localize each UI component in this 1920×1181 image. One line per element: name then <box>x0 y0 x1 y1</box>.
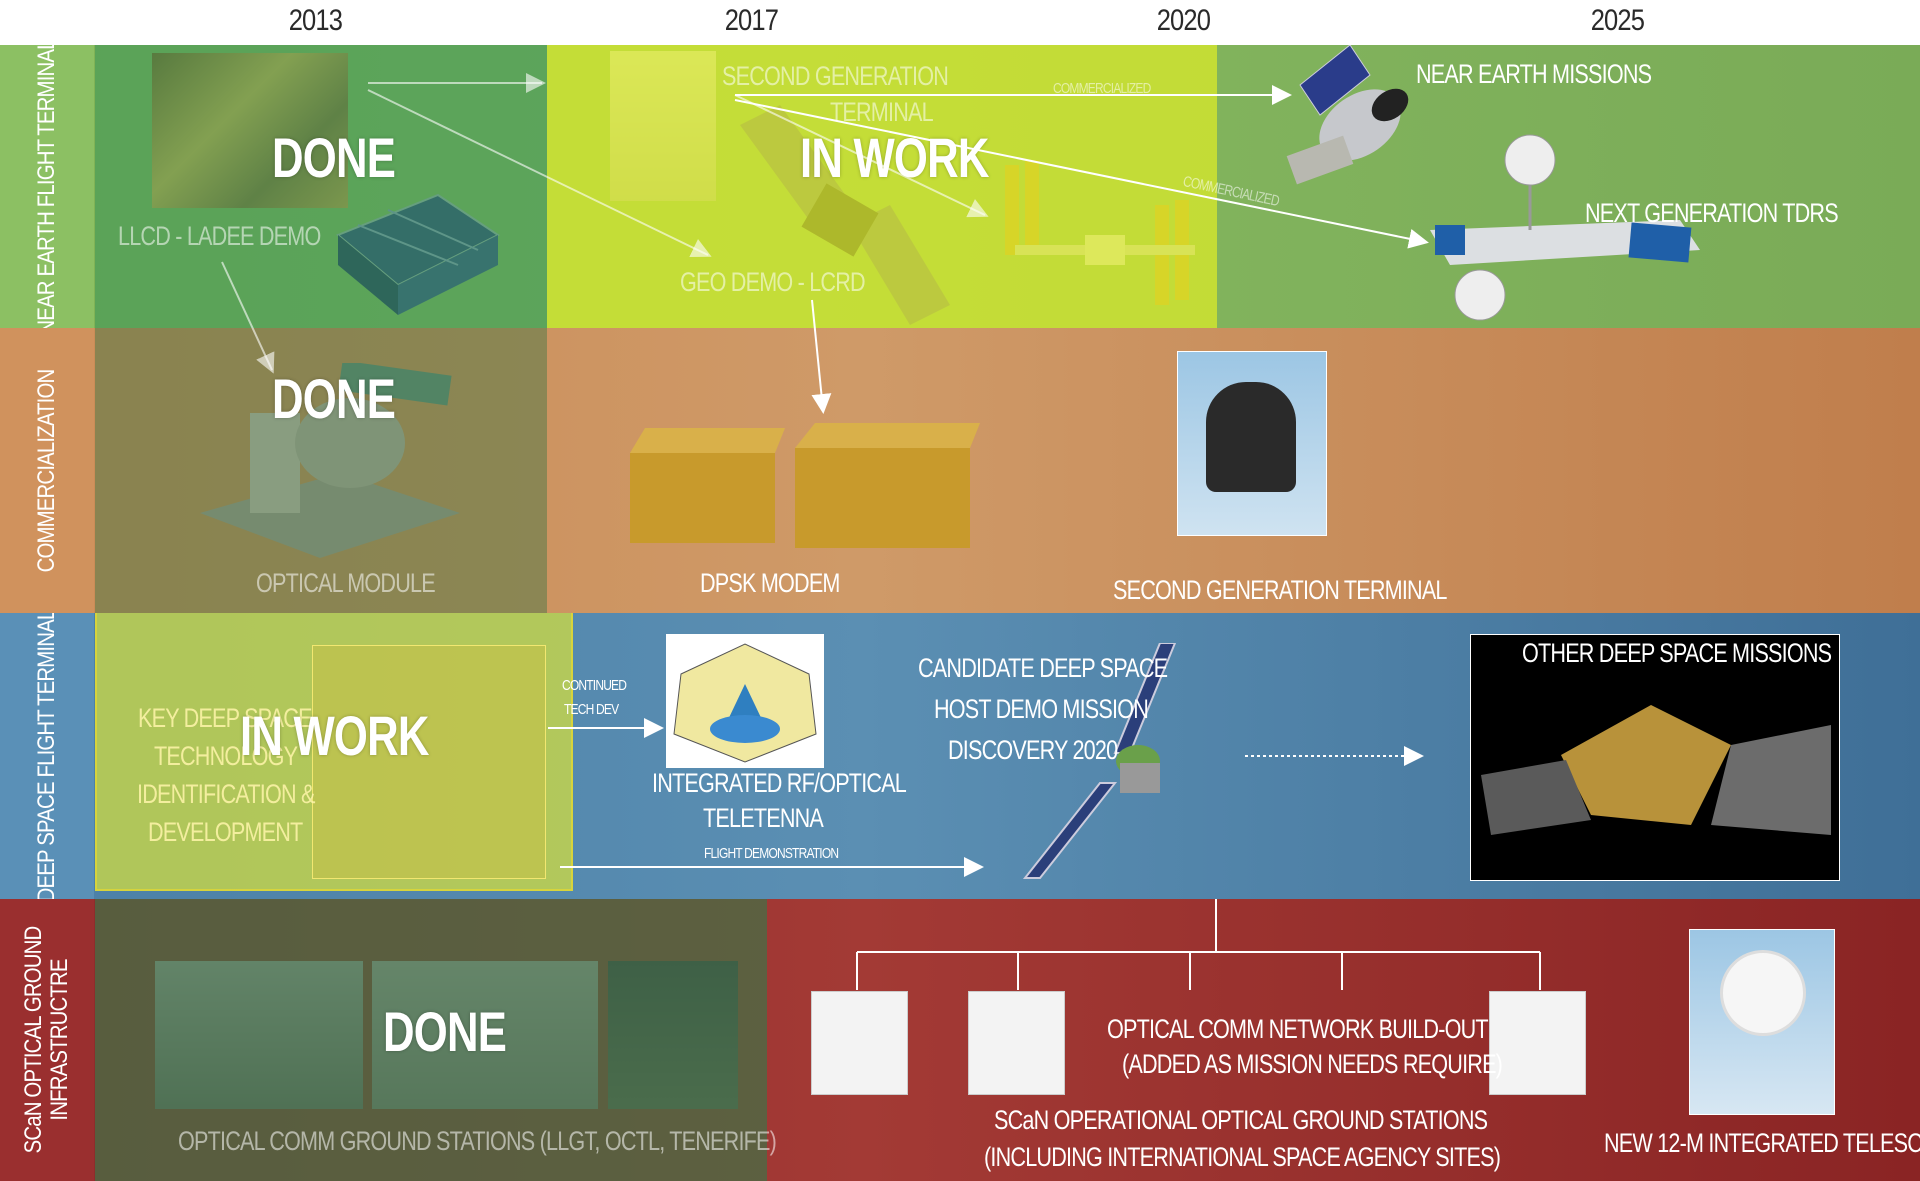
telescope-photo <box>1689 929 1835 1115</box>
dpsk-modem-label: DPSK MODEM <box>700 568 840 598</box>
status-in-work-deep-space: IN WORK <box>240 704 429 767</box>
deep-space-terminal-image <box>312 645 546 879</box>
other-missions-photo <box>1470 634 1840 881</box>
teletenna-label-line1: INTEGRATED RF/OPTICAL <box>652 768 907 798</box>
lane-label-ground: SCaN OPTICAL GROUND INFRASTRUCTRE <box>20 926 73 1154</box>
second-gen-terminal-label: SECOND GENERATION TERMINAL <box>1113 575 1447 605</box>
lane-label-near-earth: NEAR EARTH FLIGHT TERMINAL <box>33 45 60 328</box>
next-gen-tdrs-label: NEXT GENERATION TDRS <box>1585 198 1839 228</box>
status-in-work-near-earth: IN WORK <box>800 126 989 189</box>
candidate-label-line1: CANDIDATE DEEP SPACE <box>918 653 1168 683</box>
done-overlay-commercialization <box>95 328 547 613</box>
lane-near-earth: NEAR EARTH FLIGHT TERMINAL <box>0 45 1920 328</box>
lane-label-box-commercialization: COMMERCIALIZATION <box>0 328 94 613</box>
other-missions-label: OTHER DEEP SPACE MISSIONS <box>1522 638 1832 668</box>
telescope-label: NEW 12-M INTEGRATED TELESCOPE <box>1604 1128 1920 1158</box>
year-2013: 2013 <box>288 4 343 37</box>
done-overlay-ground <box>95 899 767 1181</box>
lane-commercialization: COMMERCIALIZATION DONE OPTICAL MODULE DP… <box>0 328 1920 613</box>
teletenna-label-line2: TELETENNA <box>703 803 824 833</box>
teletenna-image <box>666 634 824 768</box>
operational-label-line1: SCaN OPERATIONAL OPTICAL GROUND STATIONS <box>994 1105 1488 1135</box>
year-2020: 2020 <box>1156 4 1211 37</box>
network-dome-3 <box>1489 991 1586 1095</box>
status-done-ground: DONE <box>383 1000 507 1063</box>
tdrs-image <box>1430 134 1700 321</box>
key-tech-line2: TECHNOLOGY <box>154 741 298 771</box>
year-2025: 2025 <box>1590 4 1645 37</box>
optical-module-label: OPTICAL MODULE <box>256 568 436 598</box>
geo-demo-label: GEO DEMO - LCRD <box>680 267 866 297</box>
second-gen-terminal-photo <box>1177 351 1327 536</box>
discovery-spacecraft-image <box>1022 643 1177 879</box>
in-work-overlay-deep-space <box>95 613 573 891</box>
commercialized-label-1: COMMERCIALIZED <box>1053 80 1151 97</box>
near-earth-mission-image <box>1286 45 1409 185</box>
operational-label-line2: (INCLUDING INTERNATIONAL SPACE AGENCY SI… <box>984 1142 1501 1172</box>
year-header: 2013 2017 2020 2025 <box>0 0 1920 45</box>
key-tech-line1: KEY DEEP SPACE <box>138 703 312 733</box>
lane-deep-space: DEEP SPACE FLIGHT TERMINAL KEY DEEP SPAC… <box>0 613 1920 899</box>
second-gen-label-line1: SECOND GENERATION <box>722 61 949 91</box>
status-done-commercialization: DONE <box>272 367 396 430</box>
ground-stations-label: OPTICAL COMM GROUND STATIONS (LLGT, OCTL… <box>178 1126 777 1156</box>
lane-label-commercialization: COMMERCIALIZATION <box>33 369 60 572</box>
network-label-line2: (ADDED AS MISSION NEEDS REQUIRE) <box>1122 1049 1503 1079</box>
status-done-near-earth: DONE <box>272 126 396 189</box>
candidate-label-line3: DISCOVERY 2020 <box>948 735 1118 765</box>
flight-demo-label: FLIGHT DEMONSTRATION <box>704 845 839 862</box>
lane-label-ground-line2: INFRASTRUCTRE <box>46 959 73 1121</box>
lane-label-box-deep-space: DEEP SPACE FLIGHT TERMINAL <box>0 613 94 899</box>
network-dome-1 <box>811 991 908 1095</box>
continued-label-line1: CONTINUED <box>562 677 627 694</box>
terminal-body-shape <box>1206 382 1296 492</box>
continued-label-line2: TECH DEV <box>564 701 619 718</box>
year-2017: 2017 <box>724 4 779 37</box>
network-dome-2 <box>968 991 1065 1095</box>
dpsk-modem-image <box>630 423 980 548</box>
key-tech-line4: DEVELOPMENT <box>148 817 303 847</box>
lane-ground: SCaN OPTICAL GROUND INFRASTRUCTRE DONE O… <box>0 899 1920 1181</box>
key-tech-line3: IDENTIFICATION & <box>137 779 315 809</box>
telescope-dome-shape <box>1720 950 1806 1036</box>
second-gen-label-line2: TERMINAL <box>830 97 934 127</box>
candidate-label-line2: HOST DEMO MISSION <box>934 694 1149 724</box>
near-earth-missions-label: NEAR EARTH MISSIONS <box>1416 59 1652 89</box>
lane-label-box-ground: SCaN OPTICAL GROUND INFRASTRUCTRE <box>0 899 94 1181</box>
llcd-label: LLCD - LADEE DEMO <box>118 221 321 251</box>
lane-label-ground-line1: SCaN OPTICAL GROUND <box>20 926 47 1154</box>
network-label-line1: OPTICAL COMM NETWORK BUILD-OUT <box>1107 1014 1489 1044</box>
lane-label-deep-space: DEEP SPACE FLIGHT TERMINAL <box>33 613 60 899</box>
lane-label-box-near-earth: NEAR EARTH FLIGHT TERMINAL <box>0 45 94 328</box>
